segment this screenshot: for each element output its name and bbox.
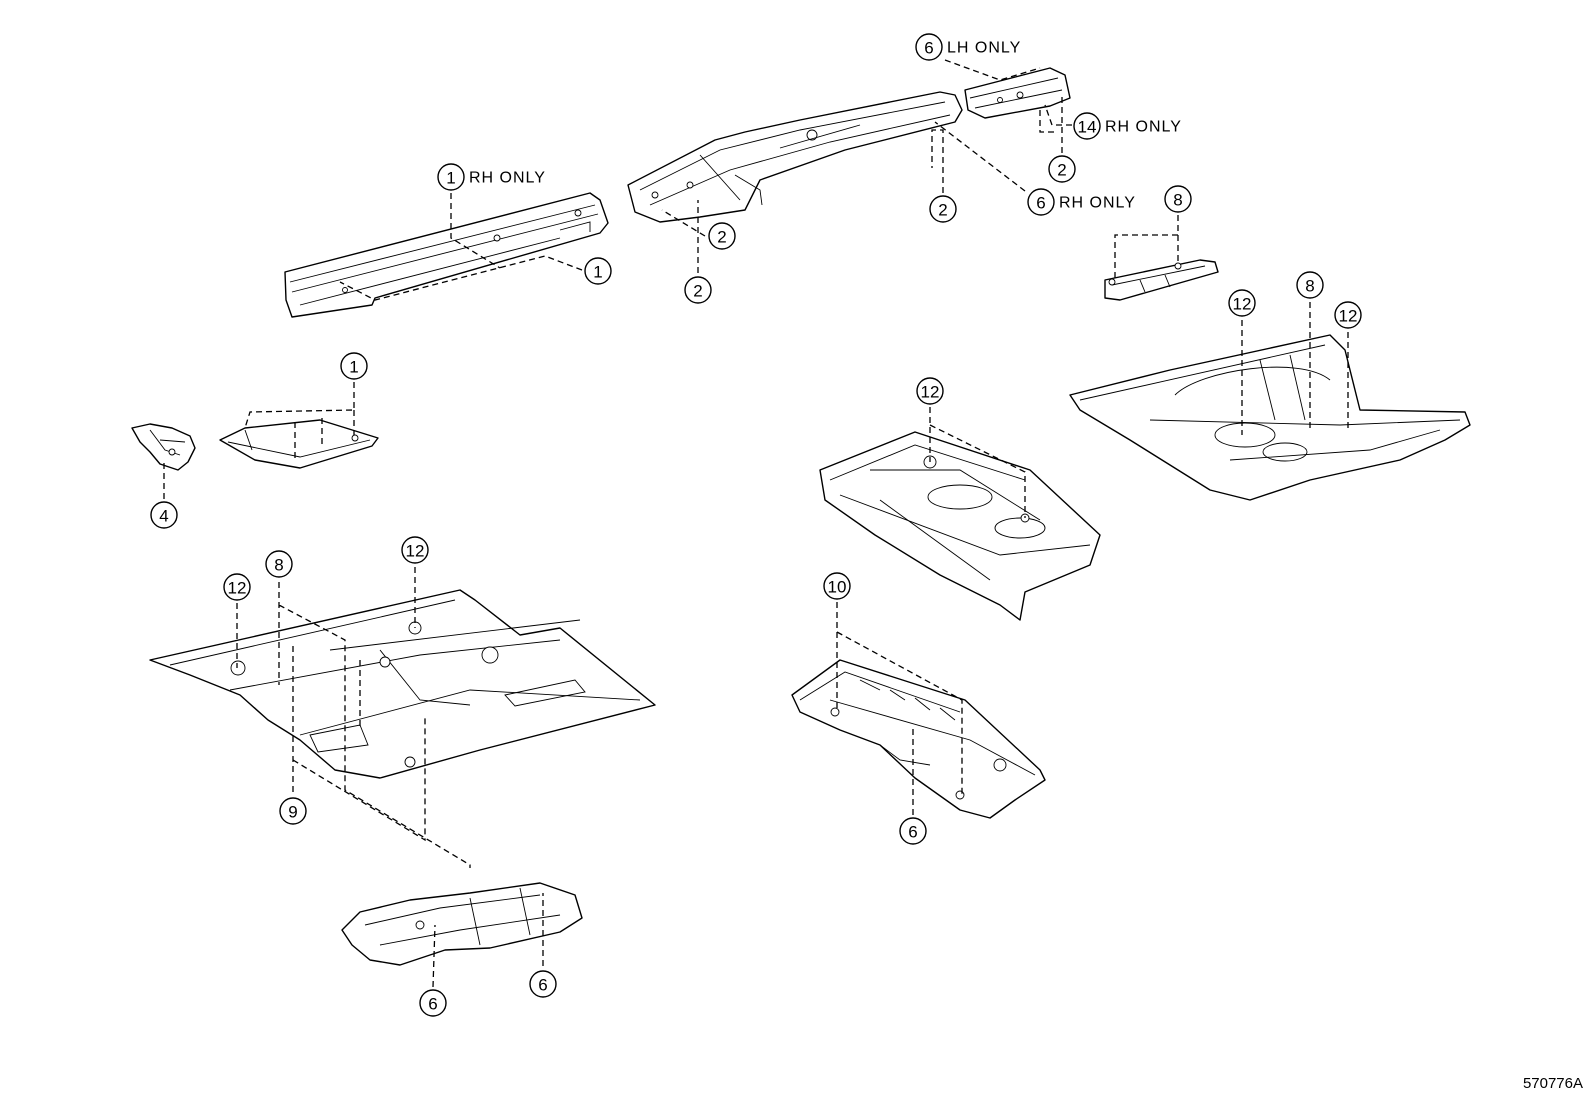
floor-side-member-part: [627, 91, 963, 223]
reference-code: 570776A: [1523, 1075, 1583, 1092]
callout-circle: [401, 536, 429, 564]
callout-c22: 6: [899, 817, 927, 845]
callout-number: 9: [288, 803, 297, 822]
callout-number: 12: [228, 579, 247, 598]
callout-c18: 8: [265, 550, 293, 578]
callout-c1: 1 RH ONLY: [437, 163, 546, 191]
callout-circle: [529, 970, 557, 998]
callout-c12: 8: [1164, 185, 1192, 213]
callout-circle: [584, 257, 612, 285]
callout-number: 1: [446, 169, 455, 188]
callout-note: LH ONLY: [947, 40, 1021, 57]
floor-extension-part: [219, 419, 379, 469]
callout-c4: 4: [150, 501, 178, 529]
rear-floor-center-part: [819, 431, 1101, 621]
callout-circle: [437, 163, 465, 191]
callout-circle: [279, 797, 307, 825]
callout-circle: [929, 195, 957, 223]
callout-c5: 2: [708, 222, 736, 250]
callout-c23: 6: [419, 989, 447, 1017]
callout-number: 2: [1057, 161, 1066, 180]
callout-number: 12: [1233, 295, 1252, 314]
callout-circle: [916, 377, 944, 405]
callout-c11: 6 RH ONLY: [1027, 188, 1136, 216]
callout-note: RH ONLY: [469, 170, 546, 187]
callout-number: 14: [1078, 118, 1097, 137]
callout-circle: [150, 501, 178, 529]
callout-number: 2: [717, 228, 726, 247]
tunnel-insulator-part: [341, 882, 583, 966]
callout-c14: 8: [1296, 271, 1324, 299]
callout-number: 6: [1036, 194, 1045, 213]
callout-number: 12: [406, 542, 425, 561]
callout-c19: 12: [401, 536, 429, 564]
callout-number: 2: [938, 201, 947, 220]
callout-circle: [1296, 271, 1324, 299]
callout-c17: 12: [223, 573, 251, 601]
callout-circle: [340, 352, 368, 380]
callout-c3: 1: [340, 352, 368, 380]
callout-circle: [684, 276, 712, 304]
callout-c7: 6 LH ONLY: [915, 33, 1021, 61]
callout-number: 10: [828, 578, 847, 597]
callout-number: 8: [274, 556, 283, 575]
callout-number: 6: [908, 823, 917, 842]
callout-circle: [899, 817, 927, 845]
callout-note: RH ONLY: [1059, 195, 1136, 212]
callout-number: 12: [1339, 307, 1358, 326]
callout-note: RH ONLY: [1105, 119, 1182, 136]
callout-c16: 12: [916, 377, 944, 405]
callout-circle: [1164, 185, 1192, 213]
callout-circle: [823, 572, 851, 600]
callout-circle: [265, 550, 293, 578]
leader-lines: [163, 59, 1349, 988]
callout-circle: [419, 989, 447, 1017]
callout-circle: [1073, 112, 1101, 140]
rear-rail-extension-part: [964, 67, 1071, 119]
front-side-rail-part: [284, 192, 609, 318]
callout-c9: 2: [1048, 155, 1076, 183]
callout-c13: 12: [1228, 289, 1256, 317]
callout-circle: [1334, 301, 1362, 329]
callout-c10: 2: [929, 195, 957, 223]
gusset-bracket-part: [131, 423, 196, 471]
rear-cross-member-part: [791, 659, 1046, 819]
rear-bracket-part: [1104, 259, 1219, 301]
callout-number: 8: [1173, 191, 1182, 210]
callout-number: 6: [924, 39, 933, 58]
callout-number: 1: [593, 263, 602, 282]
callout-number: 12: [921, 383, 940, 402]
callout-circle: [915, 33, 943, 61]
callout-circle: [708, 222, 736, 250]
callout-circle: [1228, 289, 1256, 317]
callout-c2: 1: [584, 257, 612, 285]
callout-c21: 10: [823, 572, 851, 600]
rear-floor-pan-part: [1069, 334, 1471, 501]
callout-c6: 2: [684, 276, 712, 304]
front-floor-pan-part: [149, 589, 656, 779]
callout-circle: [1027, 188, 1055, 216]
callout-c8: 14 RH ONLY: [1073, 112, 1182, 140]
callout-circle: [223, 573, 251, 601]
callout-number: 2: [693, 282, 702, 301]
callout-circle: [1048, 155, 1076, 183]
callout-number: 1: [349, 358, 358, 377]
callout-c15: 12: [1334, 301, 1362, 329]
callout-number: 8: [1305, 277, 1314, 296]
callout-c20: 9: [279, 797, 307, 825]
callout-c24: 6: [529, 970, 557, 998]
callout-number: 6: [428, 995, 437, 1014]
callout-number: 6: [538, 976, 547, 995]
callout-number: 4: [159, 507, 168, 526]
